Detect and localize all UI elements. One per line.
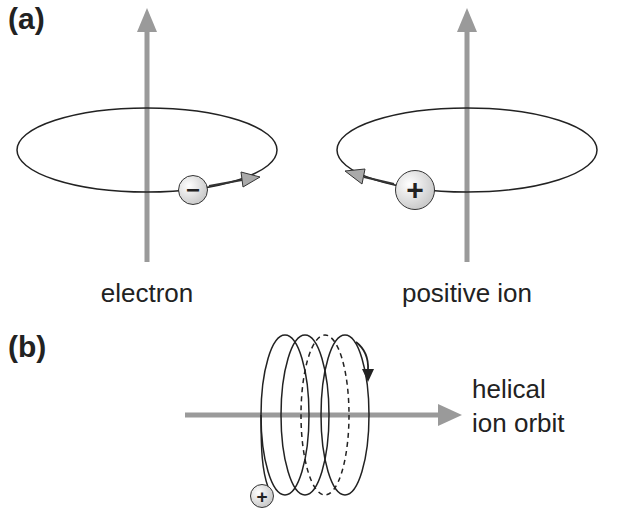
particle-label: positive ion xyxy=(402,278,532,309)
panel-letter: (b) xyxy=(8,330,46,364)
helix-coil xyxy=(301,335,349,495)
motion-arrowhead xyxy=(345,169,365,184)
field-arrowhead xyxy=(457,8,477,32)
direction-arrow xyxy=(356,342,368,370)
field-arrow xyxy=(145,30,150,262)
orbit-label: helical ion orbit xyxy=(472,372,578,440)
helix-coil xyxy=(281,335,329,495)
field-arrow xyxy=(465,30,470,262)
ion-particle: + xyxy=(395,170,435,210)
charge-sign: − xyxy=(186,178,200,202)
motion-arrow xyxy=(364,177,394,184)
field-arrow xyxy=(185,413,440,418)
field-arrowhead xyxy=(438,404,462,426)
field-arrowhead xyxy=(137,8,157,32)
direction-arrowhead xyxy=(362,369,374,382)
motion-arrowhead xyxy=(241,172,260,187)
charge-sign: + xyxy=(406,175,424,205)
motion-arrow xyxy=(209,180,242,186)
ion-particle: + xyxy=(250,484,274,508)
helix-coil xyxy=(261,335,309,495)
helix-coil xyxy=(321,335,369,495)
helix-tail xyxy=(261,415,268,487)
particle-label: electron xyxy=(101,278,194,309)
orbit-ellipse xyxy=(17,108,277,192)
orbit-ellipse xyxy=(337,108,597,192)
charge-sign: + xyxy=(256,487,267,506)
panel-letter: (a) xyxy=(8,2,45,36)
electron-particle: − xyxy=(178,175,208,205)
